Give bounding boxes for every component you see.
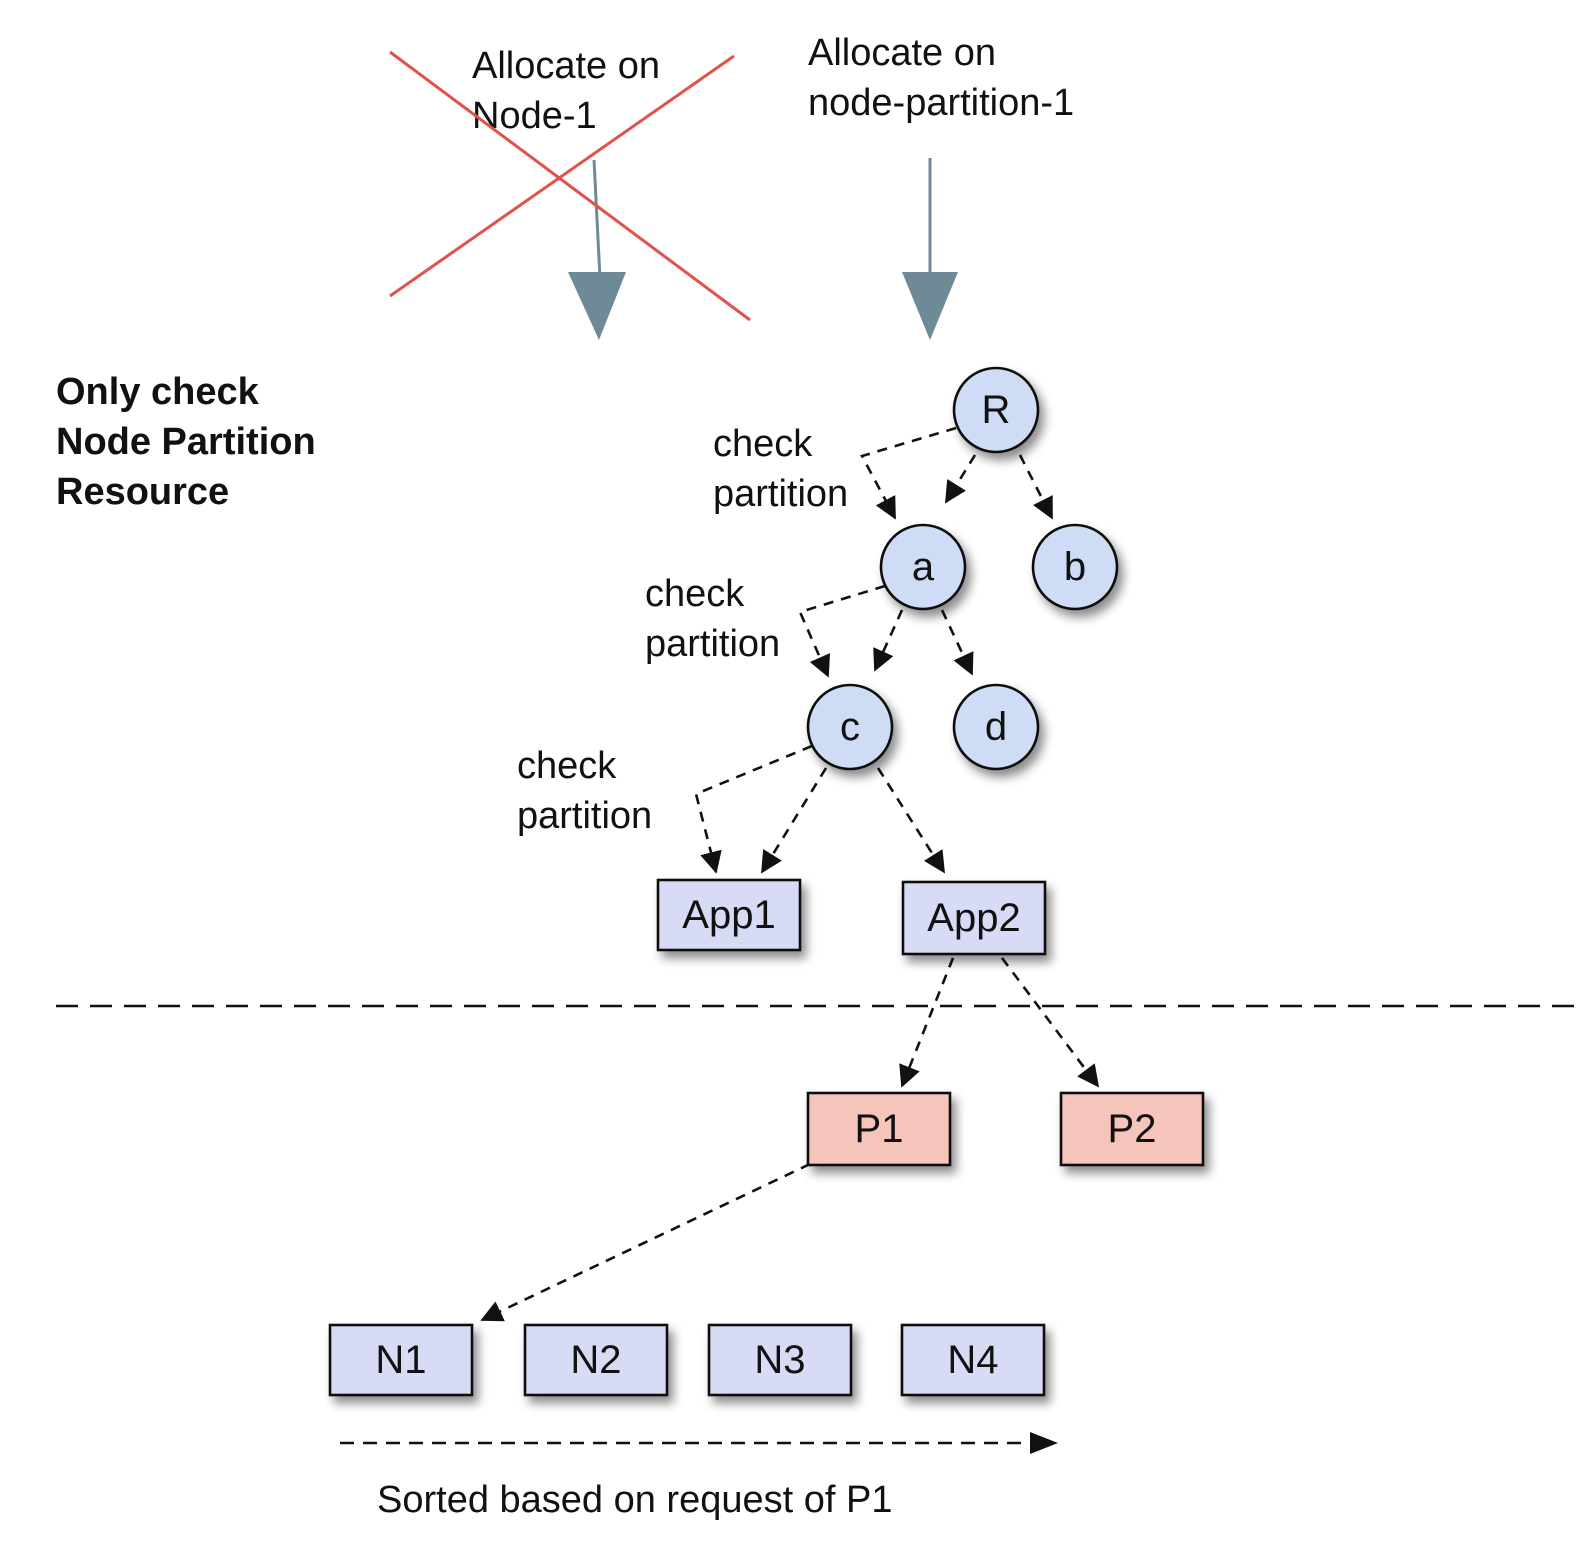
node-N3-label: N3 — [754, 1338, 805, 1382]
cross-out-mark — [389, 50, 751, 322]
check-label-1-line1: check — [713, 423, 813, 465]
node-N2[interactable]: N2 — [523, 1323, 669, 1397]
node-N2-label: N2 — [570, 1338, 621, 1382]
accepted-label-line2: node-partition-1 — [808, 82, 1074, 124]
check-label-1-line2: partition — [713, 473, 848, 515]
check-arrow-c-App1 — [694, 744, 813, 874]
check-label-1: check partition — [713, 423, 848, 515]
accepted-input-arrow — [902, 158, 958, 340]
node-N1-label: N1 — [375, 1338, 426, 1382]
node-N4[interactable]: N4 — [900, 1323, 1046, 1397]
check-label-2-line2: partition — [645, 623, 780, 665]
edge-R-a — [944, 454, 977, 504]
queue-R-label: R — [982, 388, 1011, 432]
queue-d[interactable]: d — [952, 683, 1040, 771]
check-label-3-line2: partition — [517, 795, 652, 837]
side-note-line2: Node Partition — [56, 421, 316, 463]
request-P2[interactable]: P2 — [1059, 1091, 1205, 1167]
edge-App2-P1 — [899, 957, 955, 1088]
accepted-allocation: Allocate on node-partition-1 — [808, 32, 1074, 340]
queue-a[interactable]: a — [879, 523, 967, 611]
edge-a-d — [940, 609, 974, 676]
request-P2-label: P2 — [1108, 1107, 1157, 1151]
node-N3[interactable]: N3 — [707, 1323, 853, 1397]
queue-d-label: d — [985, 705, 1007, 749]
check-label-2-line1: check — [645, 573, 745, 615]
edge-P1-N1 — [480, 1162, 811, 1322]
edge-c-App1 — [760, 767, 828, 874]
check-label-3: check partition — [517, 745, 652, 837]
app-App1[interactable]: App1 — [656, 878, 802, 952]
check-label-3-line1: check — [517, 745, 617, 787]
queue-b-label: b — [1064, 545, 1086, 589]
accepted-label-line1: Allocate on — [808, 32, 996, 74]
node-N1[interactable]: N1 — [328, 1323, 474, 1397]
queue-c-label: c — [840, 705, 860, 749]
rejected-allocation: Allocate on Node-1 — [389, 45, 751, 340]
rejected-label-line2: Node-1 — [472, 95, 597, 137]
edge-c-App2 — [876, 767, 946, 874]
app-App2-label: App2 — [927, 896, 1020, 940]
node-N4-label: N4 — [947, 1338, 998, 1382]
side-note: Only check Node Partition Resource — [56, 371, 316, 513]
queue-c[interactable]: c — [806, 683, 894, 771]
tree-connectors — [480, 426, 1100, 1322]
side-note-line3: Resource — [56, 471, 229, 513]
request-P1[interactable]: P1 — [806, 1091, 952, 1167]
check-arrow-R-a — [860, 426, 957, 520]
check-label-2: check partition — [645, 573, 780, 665]
side-note-line1: Only check — [56, 371, 260, 413]
check-arrow-a-c — [798, 584, 886, 678]
rejected-label-line1: Allocate on — [472, 45, 660, 87]
app-App1-label: App1 — [682, 893, 775, 937]
app-App2[interactable]: App2 — [901, 880, 1047, 956]
request-P1-label: P1 — [855, 1107, 904, 1151]
rejected-input-arrow — [568, 159, 626, 340]
queue-a-label: a — [912, 545, 935, 589]
queue-b[interactable]: b — [1031, 523, 1119, 611]
queue-R[interactable]: R — [952, 366, 1040, 454]
edge-R-b — [1018, 454, 1054, 520]
footer-caption: Sorted based on request of P1 — [377, 1479, 892, 1521]
sort-order-arrow — [340, 1432, 1058, 1454]
edge-a-c — [873, 609, 904, 672]
edge-App2-P2 — [1000, 957, 1100, 1088]
